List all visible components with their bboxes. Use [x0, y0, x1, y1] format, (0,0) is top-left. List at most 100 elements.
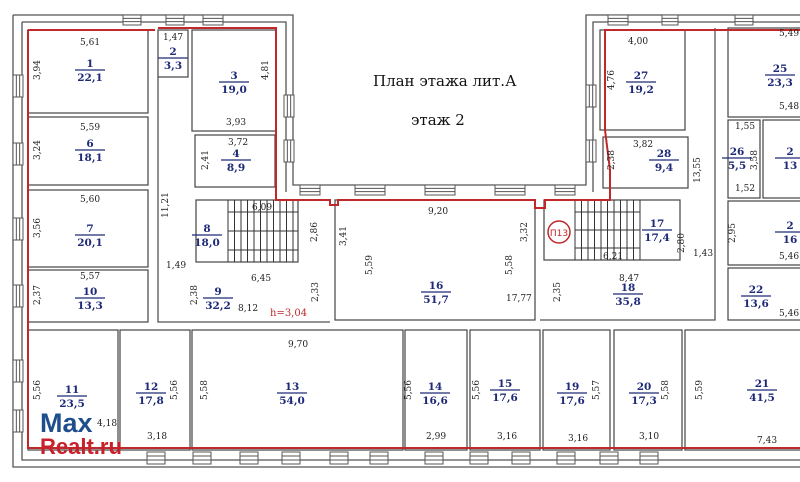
window-icon — [607, 14, 629, 26]
dimension-label: 3,16 — [568, 434, 588, 444]
dimension-label: 2,99 — [426, 432, 446, 442]
dimension-label: 13,55 — [693, 157, 703, 183]
room-number: 9 — [214, 286, 221, 298]
room-area: 13 — [783, 160, 798, 172]
stair-marker: П13 — [550, 229, 568, 239]
room-area: 16,6 — [422, 395, 448, 407]
dimension-label: 2,80 — [677, 233, 687, 253]
window-icon — [299, 184, 321, 196]
dimension-label: 5,60 — [80, 195, 100, 205]
dimension-label: 17,77 — [506, 294, 532, 304]
watermark-realt: Realt.ru — [40, 434, 122, 459]
room-label: 27 19,2 — [626, 70, 656, 96]
room-area: 17,6 — [559, 395, 585, 407]
room-label: 122,1 — [75, 58, 105, 84]
dimension-label: 5,46 — [779, 252, 799, 262]
window-icon — [146, 451, 166, 465]
dimension-label: 5,56 — [170, 380, 180, 400]
room-label: 48,9 — [221, 148, 251, 174]
room-label: 932,2 — [203, 286, 233, 312]
window-icon — [329, 451, 349, 465]
room-number: 21 — [755, 378, 770, 390]
window-icon — [369, 451, 389, 465]
room-number: 15 — [498, 378, 513, 390]
room-area: 9,4 — [655, 162, 673, 174]
dimension-label: 5,59 — [695, 380, 705, 400]
room-number: 8 — [203, 223, 210, 235]
room-number: 28 — [657, 148, 672, 160]
window-icon — [469, 451, 489, 465]
room-number: 12 — [144, 381, 159, 393]
room-area: 32,2 — [205, 300, 231, 312]
dimension-label: 2,41 — [201, 150, 211, 170]
dimension-label: 3,82 — [633, 140, 653, 150]
room-outlines — [27, 27, 800, 451]
room-label: 818,0 — [192, 223, 222, 249]
room-area: 16 — [783, 234, 798, 246]
dimension-label: 11,21 — [161, 192, 171, 218]
dimension-label: 4,76 — [607, 70, 617, 90]
window-icon — [556, 451, 576, 465]
window-icon — [639, 451, 659, 465]
window-icon — [354, 184, 386, 196]
room-area: 18,0 — [194, 237, 220, 249]
window-icon — [511, 451, 531, 465]
room-number: 2 — [786, 146, 793, 158]
room-area: 19,2 — [628, 84, 654, 96]
window-icon — [734, 14, 754, 26]
dimension-label: 5,58 — [505, 255, 515, 275]
room-number: 1 — [86, 58, 93, 70]
dimension-label: 7,43 — [757, 436, 777, 446]
room-area: 54,0 — [279, 395, 305, 407]
floor-label: этаж 2 — [411, 111, 465, 129]
windows — [12, 14, 754, 465]
window-icon — [585, 84, 597, 108]
dimension-label: 3,58 — [750, 150, 760, 170]
dimension-label: 4,18 — [97, 419, 117, 429]
room-area: 17,8 — [138, 395, 164, 407]
room-number: 22 — [749, 284, 764, 296]
dimension-label: 3,72 — [228, 138, 248, 148]
room-number: 27 — [634, 70, 649, 82]
window-icon — [12, 74, 24, 98]
room-number: 20 — [637, 381, 652, 393]
dimension-label: 5,48 — [779, 102, 799, 112]
dimension-label: 5,59 — [365, 255, 375, 275]
ceiling-height: h=3,04 — [270, 308, 307, 319]
dimension-label: 1,43 — [693, 249, 713, 259]
window-icon — [12, 284, 24, 308]
room-area: 20,1 — [77, 237, 103, 249]
leased-area-outline — [27, 27, 800, 449]
dimension-label: 3,56 — [33, 218, 43, 238]
dimension-label: 5,61 — [80, 38, 100, 48]
room-label: 23,3 — [158, 46, 188, 72]
dimension-label: 5,49 — [779, 29, 799, 39]
room-number: 18 — [621, 282, 636, 294]
room-number: 16 — [429, 280, 444, 292]
room-label: 289,4 — [649, 148, 679, 174]
room-area: 5,5 — [728, 160, 746, 172]
room-area: 3,3 — [164, 60, 182, 72]
dimension-label: 6,21 — [603, 252, 623, 262]
staircase-right — [574, 200, 641, 260]
room-number: 10 — [83, 286, 98, 298]
plan-title: План этажа лит.А — [373, 72, 517, 90]
dimension-label: 5,58 — [200, 380, 210, 400]
window-icon — [12, 409, 24, 433]
room-area: 23,5 — [59, 398, 85, 410]
room-number: 26 — [730, 146, 745, 158]
room-area: 51,7 — [423, 294, 449, 306]
window-icon — [281, 451, 301, 465]
room-number: 4 — [232, 148, 239, 160]
room-area: 18,1 — [77, 152, 103, 164]
room-number: 17 — [650, 218, 665, 230]
dimension-label: 9,70 — [288, 340, 308, 350]
